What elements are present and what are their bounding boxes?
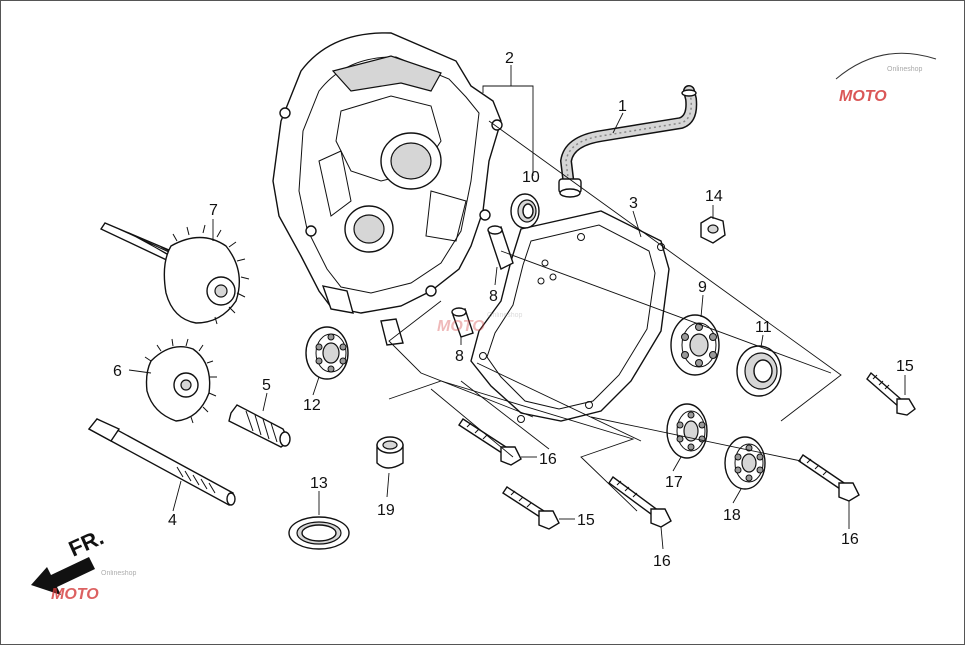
label-part-12: 12 [303, 397, 321, 414]
bushing-part-19 [376, 436, 404, 469]
front-direction-label: FR. [65, 524, 108, 561]
dowel-pin-part-8b [451, 307, 474, 338]
label-part-6: 6 [113, 363, 122, 380]
label-part-13: 13 [310, 475, 328, 492]
nut-part-14 [700, 216, 726, 244]
bolt-part-15-lower [502, 486, 560, 530]
label-part-14: 14 [705, 188, 723, 205]
driven-gear-part-6 [144, 338, 217, 424]
bolt-part-15-right [866, 371, 916, 416]
label-part-16-right: 16 [841, 531, 859, 548]
bearing-part-17 [666, 403, 708, 459]
bolt-part-16-center [458, 418, 522, 466]
pinion-gear-part-5 [228, 404, 291, 448]
watermark-subtext-center: Onlineshop [487, 312, 523, 319]
label-part-16-bottom: 16 [653, 553, 671, 570]
label-part-11: 11 [755, 319, 772, 336]
label-part-17: 17 [665, 474, 683, 491]
watermark-subtext: Onlineshop [887, 66, 923, 73]
washer-part-13 [288, 516, 350, 550]
watermark-logo-top: MOTO Onlineshop [835, 52, 937, 105]
bearing-part-18 [724, 436, 766, 490]
label-part-8b: 8 [455, 348, 464, 365]
label-part-1: 1 [618, 98, 627, 115]
part-number-labels: 1 2 3 4 5 6 7 8 8 9 10 11 12 13 14 15 15… [113, 50, 914, 570]
bolt-part-16-right [798, 454, 860, 502]
label-part-5: 5 [262, 377, 271, 394]
bolt-part-16-bottom [608, 476, 672, 528]
bearing-part-9 [670, 314, 720, 376]
label-part-3: 3 [629, 195, 638, 212]
oil-seal-part-10 [510, 193, 540, 229]
front-direction-indicator: FR. [31, 524, 107, 595]
drive-shaft-part-4 [87, 418, 236, 507]
label-part-4: 4 [168, 512, 177, 529]
label-part-19: 19 [377, 502, 395, 519]
countershaft-gear-part-7 [99, 222, 250, 325]
watermark-text-bottom: MOTO [51, 586, 99, 603]
label-part-7: 7 [209, 202, 218, 219]
leader-lines [128, 65, 906, 550]
watermark-text-center: MOTO [437, 318, 485, 335]
label-part-10: 10 [522, 169, 540, 186]
bearing-part-12 [305, 326, 349, 380]
watermark-logo-bottom: MOTO Onlineshop [51, 570, 137, 603]
label-part-2: 2 [505, 50, 514, 67]
label-part-8a: 8 [489, 288, 498, 305]
label-part-16-center: 16 [539, 451, 557, 468]
gasket-part [470, 210, 670, 423]
label-part-15-lower: 15 [577, 512, 595, 529]
label-part-15-right: 15 [896, 358, 914, 375]
label-part-18: 18 [723, 507, 741, 524]
watermark-subtext-bottom: Onlineshop [101, 570, 137, 577]
dowel-pin-part-8a [487, 225, 514, 270]
watermark-text: MOTO [839, 88, 887, 105]
watermark-logo-center: MOTO Onlineshop [437, 312, 523, 335]
oil-seal-part-11 [736, 345, 782, 397]
crankcase-cover-part [272, 32, 503, 346]
breather-tube-part [558, 85, 698, 198]
front-arrow-icon [31, 557, 95, 595]
label-part-9: 9 [698, 279, 707, 296]
